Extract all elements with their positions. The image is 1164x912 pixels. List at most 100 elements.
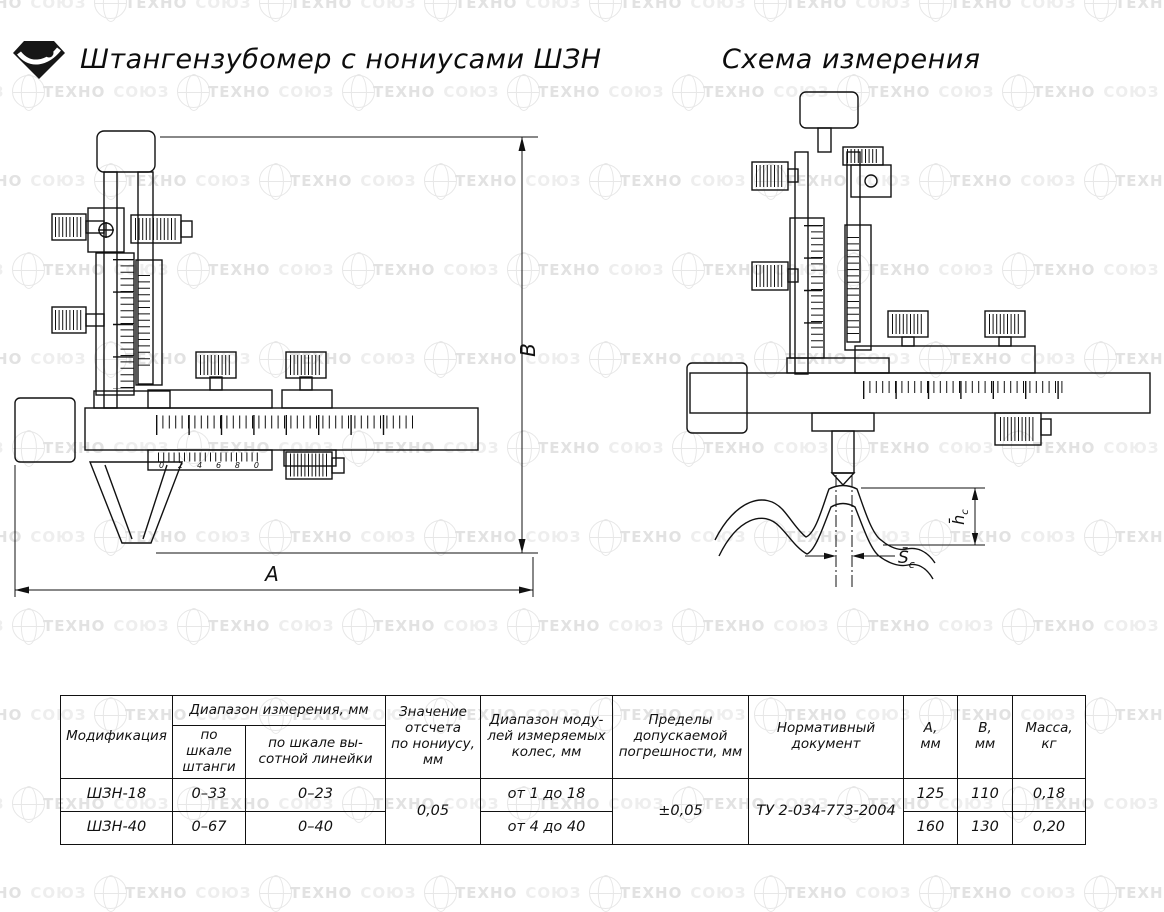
watermark-item: ТЕХНО СОЮЗ (43, 609, 211, 642)
watermark-text: СОЮЗ (0, 795, 4, 813)
globe-icon (672, 253, 706, 286)
watermark-text: СОЮЗ (1103, 438, 1160, 457)
watermark-text: ТЕХНО (43, 616, 106, 635)
watermark-text: СОЮЗ (608, 82, 665, 101)
watermark-text: СОЮЗ (278, 616, 335, 635)
watermark-text: СОЮЗ (443, 82, 500, 101)
watermark-text: ТЕХНО (0, 527, 23, 546)
globe-icon (94, 164, 128, 197)
watermark-text: ТЕХНО (455, 527, 518, 546)
watermark-text: СОЮЗ (30, 883, 87, 902)
watermark-text: СОЮЗ (195, 171, 252, 190)
col-header-normative-doc: Нормативный документ (748, 695, 904, 779)
watermark-text: СОЮЗ (773, 616, 830, 635)
watermark-text: СОЮЗ (113, 260, 170, 279)
globe-icon (342, 431, 376, 464)
watermark-text: СОЮЗ (608, 438, 665, 457)
watermark-text: ТЕХНО (125, 0, 188, 12)
scheme-title: Схема измерения (722, 44, 981, 75)
globe-icon (1002, 75, 1036, 108)
watermark-text: СОЮЗ (195, 883, 252, 902)
watermark-text: СОЮЗ (773, 438, 830, 457)
cell-range-beam: 0–67 (172, 810, 246, 845)
watermark-text: ТЕХНО (125, 527, 188, 546)
watermark-text: СОЮЗ (1103, 82, 1160, 101)
watermark-text: ТЕХНО (950, 0, 1013, 12)
watermark-text: СОЮЗ (608, 616, 665, 635)
cell-range-beam: 0–33 (172, 777, 246, 812)
col-header-modification: Модификация (60, 695, 173, 779)
caliper-front-view-drawing: 0 2 4 6 8 0 B A (14, 130, 540, 597)
watermark-text: ТЕХНО (0, 349, 23, 368)
watermark-text: СОЮЗ (938, 438, 995, 457)
watermark-text: ТЕХНО (208, 260, 271, 279)
globe-icon (342, 609, 376, 642)
cell-mass: 0,20 (1012, 810, 1086, 845)
globe-icon (672, 75, 706, 108)
watermark-text: ТЕХНО (868, 438, 931, 457)
watermark-text: СОЮЗ (360, 527, 417, 546)
watermark-text: СОЮЗ (360, 883, 417, 902)
globe-icon (12, 609, 46, 642)
cell-modification: ШЗН-40 (60, 810, 173, 845)
watermark-text: СОЮЗ (113, 616, 170, 635)
cell-modification: ШЗН-18 (60, 777, 173, 812)
cell-mass: 0,18 (1012, 777, 1086, 812)
watermark-text: СОЮЗ (525, 171, 582, 190)
watermark-text: ТЕХНО (290, 0, 353, 12)
watermark-text: ТЕХНО (785, 0, 848, 12)
watermark-text: СОЮЗ (608, 260, 665, 279)
watermark-text: ТЕХНО (290, 527, 353, 546)
watermark-text: ТЕХНО (1115, 349, 1164, 368)
globe-icon (94, 342, 128, 375)
watermark-text: ТЕХНО (1033, 438, 1096, 457)
vernier-scale-numbers: 0 2 4 6 8 0 (159, 461, 259, 470)
globe-icon (1084, 164, 1118, 197)
watermark-text: ТЕХНО (455, 883, 518, 902)
globe-icon (919, 164, 953, 197)
watermark-text: СОЮЗ (1103, 616, 1160, 635)
watermark-text: СОЮЗ (0, 617, 4, 635)
globe-icon (12, 253, 46, 286)
watermark-text: СОЮЗ (0, 83, 4, 101)
globe-icon (342, 253, 376, 286)
dimension-a-label: A (263, 562, 279, 586)
watermark-text: СОЮЗ (360, 171, 417, 190)
globe-icon (177, 431, 211, 464)
watermark-text: ТЕХНО (950, 349, 1013, 368)
watermark-text: ТЕХНО (538, 616, 601, 635)
cell-range-height: 0–40 (245, 810, 386, 845)
watermark-text: ТЕХНО (125, 171, 188, 190)
chord-dimension: S̄c (805, 475, 915, 590)
watermark-text: СОЮЗ (690, 883, 747, 902)
watermark-text: ТЕХНО (0, 705, 23, 724)
globe-icon (1002, 253, 1036, 286)
globe-icon (919, 342, 953, 375)
watermark-text: ТЕХНО (373, 82, 436, 101)
dimension-b: B (156, 136, 540, 554)
watermark-text: СОЮЗ (113, 82, 170, 101)
spec-table: Модификация Диапазон измерения, мм Значе… (60, 695, 1086, 845)
watermark-text: ТЕХНО (620, 527, 683, 546)
